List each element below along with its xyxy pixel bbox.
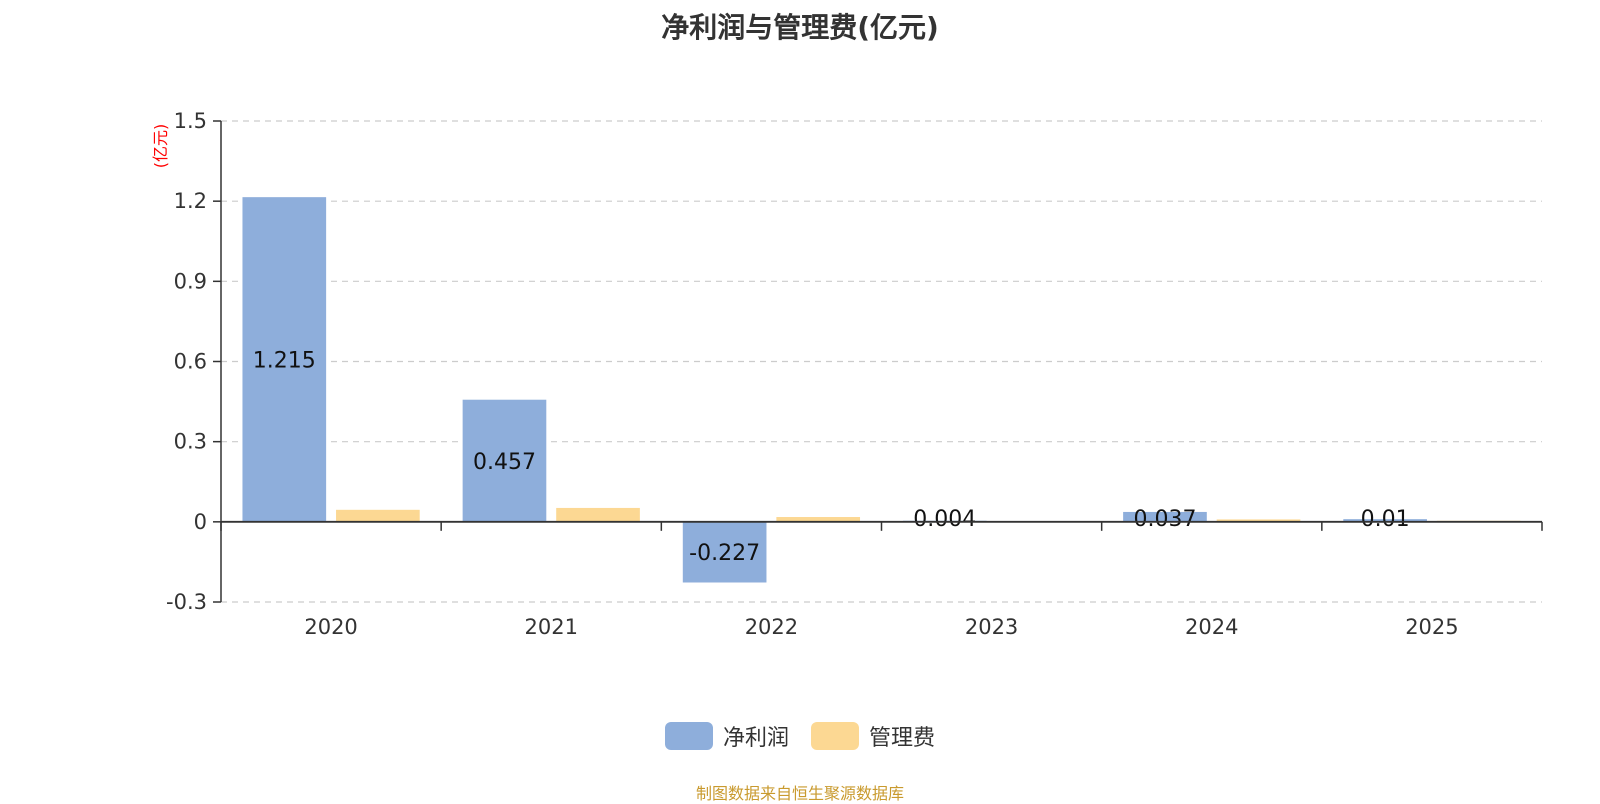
legend-label-net-profit: 净利润 — [722, 726, 789, 751]
source-note: 制图数据来自恒生聚源数据库 — [695, 784, 904, 803]
legend-label-admin-expense: 管理费 — [869, 726, 936, 751]
y-axis-unit-label: (亿元) — [151, 124, 170, 169]
y-tick-label: 0.6 — [174, 350, 207, 374]
legend-item-admin-expense[interactable]: 管理费 — [811, 720, 935, 752]
data-label-2021: 0.457 — [473, 450, 536, 475]
legend-swatch-net-profit — [664, 722, 713, 750]
bar-admin-expense-2022 — [776, 517, 861, 522]
bar-net-profit-2020 — [242, 197, 327, 522]
x-tick-label: 2022 — [745, 615, 798, 639]
data-label-2020: 1.215 — [253, 348, 316, 373]
y-tick-label: 0.3 — [174, 430, 207, 454]
y-tick-label: 1.2 — [174, 189, 207, 213]
data-label-2025: 0.01 — [1361, 507, 1410, 532]
chart-title: 净利润与管理费(亿元) — [661, 11, 939, 44]
bar-admin-expense-2021 — [556, 507, 640, 522]
x-tick-label: 2024 — [1185, 615, 1238, 639]
y-tick-label: 0.9 — [174, 269, 207, 293]
data-label-2023: 0.004 — [913, 507, 976, 532]
x-tick-label: 2021 — [525, 615, 578, 639]
bar-net-profit-2021 — [462, 399, 547, 522]
bar-net-profit-2022 — [682, 521, 767, 583]
x-tick-label: 2025 — [1405, 615, 1458, 639]
legend-item-net-profit[interactable]: 净利润 — [664, 720, 789, 752]
x-tick-label: 2023 — [965, 615, 1018, 639]
bar-admin-expense-2020 — [336, 509, 420, 522]
bar-net-profit-2024 — [1123, 511, 1207, 522]
bar-admin-expense-2024 — [1216, 519, 1301, 522]
data-label-2022: -0.227 — [689, 541, 760, 566]
y-tick-label: 0 — [194, 510, 207, 534]
x-tick-label: 2020 — [304, 615, 357, 639]
y-tick-label: -0.3 — [166, 590, 207, 614]
y-tick-label: 1.5 — [174, 109, 207, 133]
bar-net-profit-2025 — [1343, 519, 1427, 522]
legend-swatch-admin-expense — [811, 722, 859, 750]
data-label-2024: 0.037 — [1133, 507, 1196, 532]
legend: 净利润 管理费 — [0, 720, 1600, 752]
